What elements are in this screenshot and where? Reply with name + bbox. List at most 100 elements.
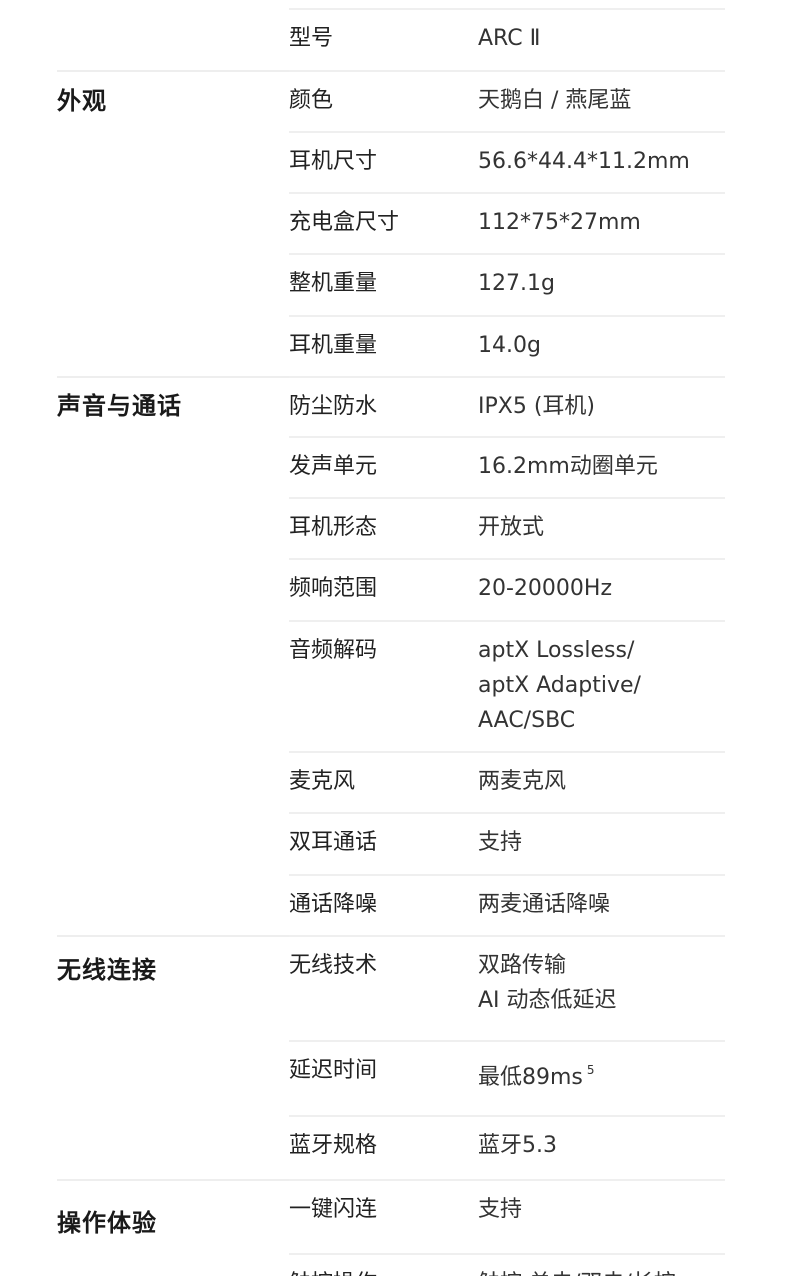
section-title: 外观: [57, 87, 107, 115]
spec-label: 整机重量: [289, 271, 378, 296]
row-divider: [289, 812, 725, 814]
spec-value-line: 蓝牙5.3: [478, 1133, 557, 1158]
spec-row: 无线技术 双路传输 AI 动态低延迟: [289, 935, 725, 1040]
row-divider: [289, 1040, 725, 1042]
row-divider: [289, 558, 725, 560]
spec-row: 触控操作 触控 单击/双击/长按: [289, 1253, 725, 1276]
row-divider: [289, 315, 725, 317]
spec-row: 耳机形态 开放式: [289, 497, 725, 558]
spec-value-line: ARC Ⅱ: [478, 26, 541, 51]
row-divider: [289, 131, 725, 133]
spec-value-line: 开放式: [478, 515, 545, 540]
spec-value: 127.1g: [478, 266, 555, 301]
row-divider: [289, 376, 725, 378]
section-title: 操作体验: [57, 1209, 157, 1237]
spec-row: 充电盒尺寸 112*75*27mm: [289, 192, 725, 253]
spec-value: 112*75*27mm: [478, 205, 641, 240]
spec-row: 发声单元 16.2mm动圈单元: [289, 436, 725, 497]
spec-value-line: 两麦通话降噪: [478, 892, 611, 917]
spec-label: 发声单元: [289, 454, 378, 479]
spec-value: 两麦克风: [478, 764, 566, 799]
spec-label: 充电盒尺寸: [289, 210, 400, 235]
spec-value-line: 16.2mm动圈单元: [478, 454, 658, 479]
spec-value-line: 触控 单击/双击/长按: [478, 1266, 676, 1276]
row-divider: [289, 436, 725, 438]
spec-value-line: 14.0g: [478, 333, 541, 358]
spec-value-line: 127.1g: [478, 271, 555, 296]
section-title: 声音与通话: [57, 392, 182, 420]
spec-label: 型号: [289, 26, 334, 51]
spec-value: 支持: [478, 1192, 522, 1227]
spec-label: 耳机尺寸: [289, 149, 378, 174]
spec-value-line: IPX5 (耳机): [478, 394, 595, 419]
spec-row: 型号 ARC Ⅱ: [289, 8, 725, 70]
spec-value-line: 双路传输: [478, 953, 567, 978]
spec-label: 延迟时间: [289, 1058, 378, 1083]
spec-value-line: 支持: [478, 830, 523, 855]
row-divider: [289, 497, 725, 499]
spec-value-line: 20-20000Hz: [478, 576, 613, 601]
spec-value: 16.2mm动圈单元: [478, 449, 658, 484]
spec-row: 颜色 天鹅白 / 燕尾蓝: [289, 70, 725, 131]
spec-value: 支持: [478, 825, 522, 860]
spec-value: 14.0g: [478, 328, 541, 363]
spec-value: ARC Ⅱ: [478, 21, 540, 56]
spec-row: 通话降噪 两麦通话降噪: [289, 874, 725, 935]
row-divider: [289, 620, 725, 622]
spec-label: 通话降噪: [289, 892, 378, 917]
row-divider: [289, 192, 725, 194]
spec-value-line: aptX Adaptive/: [478, 673, 641, 698]
spec-label: 音频解码: [289, 638, 378, 663]
row-divider: [289, 751, 725, 753]
spec-label: 无线技术: [289, 953, 378, 978]
spec-value: 20-20000Hz: [478, 571, 612, 606]
spec-label: 麦克风: [289, 769, 356, 794]
row-divider: [289, 935, 725, 937]
spec-label: 双耳通话: [289, 830, 378, 855]
row-divider: [289, 1253, 725, 1255]
spec-row: 音频解码 aptX Lossless/aptX Adaptive/AAC/SBC: [289, 620, 725, 751]
spec-value-line: AI 动态低延迟: [478, 988, 617, 1013]
spec-value-line: 112*75*27mm: [478, 210, 641, 235]
spec-row: 防尘防水 IPX5 (耳机): [289, 376, 725, 436]
row-divider: [289, 8, 725, 10]
spec-row: 耳机重量 14.0g: [289, 315, 725, 376]
spec-row: 蓝牙规格 蓝牙5.3: [289, 1115, 725, 1179]
spec-value: IPX5 (耳机): [478, 389, 595, 424]
spec-value: 触控 单击/双击/长按: [478, 1266, 676, 1276]
spec-row: 双耳通话 支持: [289, 812, 725, 874]
spec-label: 耳机重量: [289, 333, 378, 358]
spec-row: 麦克风 两麦克风: [289, 751, 725, 812]
spec-value: 双路传输 AI 动态低延迟: [478, 948, 617, 1018]
spec-value-line: AAC/SBC: [478, 708, 576, 733]
spec-value: aptX Lossless/aptX Adaptive/AAC/SBC: [478, 633, 641, 738]
spec-label: 蓝牙规格: [289, 1133, 378, 1158]
section-title: 无线连接: [57, 956, 157, 984]
spec-label: 频响范围: [289, 576, 378, 601]
spec-row: 耳机尺寸 56.6*44.4*11.2mm: [289, 131, 725, 192]
spec-value-line: 两麦克风: [478, 769, 567, 794]
spec-value-line: 支持: [478, 1197, 523, 1222]
spec-value-line: aptX Lossless/: [478, 638, 635, 663]
spec-label: 一键闪连: [289, 1197, 378, 1222]
spec-value-line: 天鹅白 / 燕尾蓝: [478, 88, 632, 113]
spec-value: 开放式: [478, 510, 544, 545]
spec-value: 天鹅白 / 燕尾蓝: [478, 83, 631, 118]
spec-label: 颜色: [289, 88, 334, 113]
spec-value: 两麦通话降噪: [478, 887, 610, 922]
spec-row: 频响范围 20-20000Hz: [289, 558, 725, 620]
spec-row: 整机重量 127.1g: [289, 253, 725, 315]
spec-label: 耳机形态: [289, 515, 378, 540]
spec-value: 56.6*44.4*11.2mm: [478, 144, 690, 179]
row-divider: [289, 874, 725, 876]
row-divider: [289, 1115, 725, 1117]
spec-label: 触控操作: [289, 1269, 377, 1276]
spec-value-line: 56.6*44.4*11.2mm: [478, 149, 690, 174]
spec-label: 防尘防水: [289, 394, 378, 419]
spec-row: 一键闪连 支持: [289, 1179, 725, 1253]
footnote-marker: 5: [586, 1063, 595, 1077]
